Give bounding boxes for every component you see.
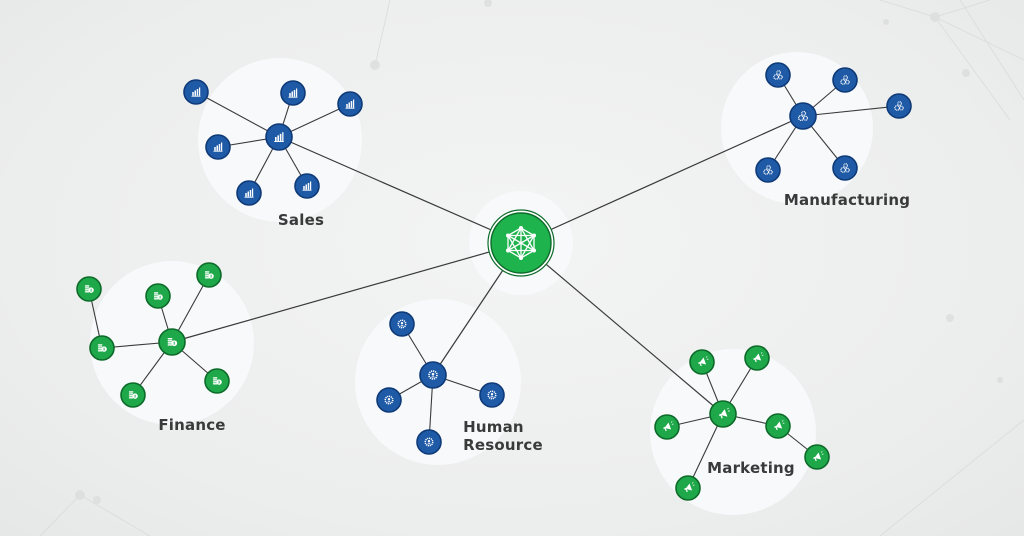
- finance-node[interactable]: [145, 283, 171, 309]
- marketing-node[interactable]: [744, 345, 770, 371]
- sales-node[interactable]: [183, 79, 209, 105]
- edge-hub-marketing: [520, 242, 724, 415]
- department-nodes: [76, 62, 912, 501]
- sales-node[interactable]: [294, 173, 320, 199]
- halo-marketing: [650, 349, 816, 515]
- sales-node[interactable]: [280, 80, 306, 106]
- finance-center-node[interactable]: [158, 328, 186, 356]
- edge-hub-sales: [278, 136, 522, 244]
- finance-node[interactable]: [204, 368, 230, 394]
- finance-node[interactable]: [76, 276, 102, 302]
- marketing-node[interactable]: [689, 349, 715, 375]
- human-resource-node[interactable]: [479, 382, 505, 408]
- marketing-label: Marketing: [707, 459, 795, 477]
- manufacturing-node[interactable]: [765, 62, 791, 88]
- marketing-center-node[interactable]: [709, 400, 737, 428]
- finance-node[interactable]: [120, 382, 146, 408]
- edge-sales: [195, 91, 280, 138]
- finance-label: Finance: [158, 416, 226, 434]
- finance-node[interactable]: [196, 262, 222, 288]
- manufacturing-node[interactable]: [832, 155, 858, 181]
- sales-node[interactable]: [205, 134, 231, 160]
- marketing-node[interactable]: [804, 444, 830, 470]
- manufacturing-label: Manufacturing: [783, 191, 911, 209]
- marketing-node[interactable]: [654, 414, 680, 440]
- human-resource-node[interactable]: [416, 429, 442, 455]
- manufacturing-node[interactable]: [832, 67, 858, 93]
- manufacturing-center-node[interactable]: [789, 102, 817, 130]
- edge-hub-finance: [171, 242, 522, 343]
- human-resource-label-line: Resource: [463, 436, 543, 454]
- sales-node[interactable]: [337, 91, 363, 117]
- human-resource-center-node[interactable]: [419, 361, 447, 389]
- manufacturing-node[interactable]: [755, 157, 781, 183]
- human-resource-node[interactable]: [376, 387, 402, 413]
- background-network-decoration: [39, 0, 1024, 536]
- central-hub[interactable]: [487, 209, 555, 277]
- sales-label: Sales: [277, 211, 325, 229]
- sales-center-node[interactable]: [265, 123, 293, 151]
- human-resource-label-line: Human: [463, 418, 524, 436]
- sales-node[interactable]: [236, 180, 262, 206]
- edge-hub-manufacturing: [520, 115, 804, 244]
- marketing-node[interactable]: [675, 475, 701, 501]
- edge-manufacturing: [802, 105, 900, 117]
- human-resource-node[interactable]: [389, 311, 415, 337]
- manufacturing-node[interactable]: [886, 93, 912, 119]
- finance-node[interactable]: [89, 335, 115, 361]
- marketing-node[interactable]: [765, 413, 791, 439]
